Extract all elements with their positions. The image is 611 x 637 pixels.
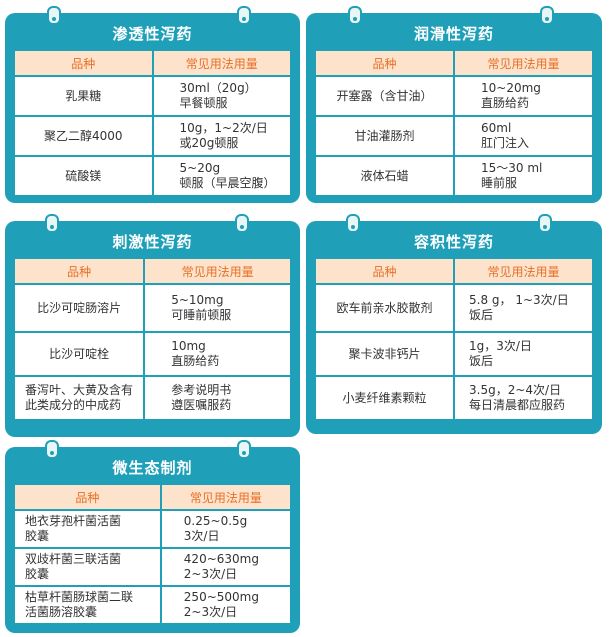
column-header-usage: 常见用法用量 (453, 49, 594, 77)
pin-icon (47, 6, 61, 25)
table-row: 乳果糖 30ml（20g）早餐顿服 (13, 75, 292, 117)
drug-dosage: 参考说明书遵医嘱服药 (143, 375, 292, 421)
pin-icon (538, 214, 552, 233)
column-header-variety: 品种 (13, 49, 154, 77)
drug-dosage: 5.8 g， 1~3次/日饭后 (453, 283, 594, 333)
drug-name: 枯草杆菌肠球菌二联活菌肠溶胶囊 (13, 585, 162, 625)
table-row: 聚乙二醇4000 10g，1~2次/日或20g顿服 (13, 115, 292, 157)
table-row: 欧车前亲水胶散剂 5.8 g， 1~3次/日饭后 (314, 283, 594, 333)
column-header-variety: 品种 (13, 483, 162, 511)
card-title: 容积性泻药 (413, 233, 494, 251)
table-row: 小麦纤维素颗粒 3.5g，2~4次/日每日清晨都应服药 (314, 375, 594, 421)
drug-name: 聚乙二醇4000 (13, 115, 154, 157)
pin-icon (540, 6, 554, 25)
card-bulk-laxatives: 容积性泻药 品种 常见用法用量 欧车前亲水胶散剂 5.8 g， 1~3次/日饭后… (306, 214, 602, 434)
pin-icon (235, 214, 249, 233)
pin-icon (45, 440, 59, 459)
drug-dosage: 3.5g，2~4次/日每日清晨都应服药 (453, 375, 594, 421)
drug-name: 比沙可啶肠溶片 (12, 283, 146, 333)
drug-name: 硫酸镁 (13, 155, 154, 197)
drug-dosage: 30ml（20g）早餐顿服 (151, 75, 292, 117)
column-header-usage: 常见用法用量 (151, 49, 292, 77)
card-title: 微生态制剂 (112, 459, 193, 477)
drug-name: 双歧杆菌三联活菌胶囊 (13, 547, 162, 587)
card-osmotic-laxatives: 渗透性泻药 品种 常见用法用量 乳果糖 30ml（20g）早餐顿服 聚乙二醇40… (5, 6, 300, 203)
column-header-variety: 品种 (314, 49, 455, 77)
drug-dosage: 10g，1~2次/日或20g顿服 (151, 115, 292, 157)
drug-name: 甘油灌肠剂 (314, 115, 455, 157)
drug-name: 欧车前亲水胶散剂 (314, 283, 455, 333)
drug-name: 小麦纤维素颗粒 (314, 375, 455, 421)
table-row: 番泻叶、大黄及含有此类成分的中成药 参考说明书遵医嘱服药 (12, 375, 292, 421)
drug-table: 品种 常见用法用量 乳果糖 30ml（20g）早餐顿服 聚乙二醇4000 10g… (13, 49, 292, 197)
drug-dosage: 1g，3次/日饭后 (453, 331, 594, 377)
drug-name: 液体石蜡 (314, 155, 455, 197)
pin-icon (346, 214, 360, 233)
pin-icon (237, 6, 251, 25)
drug-name: 乳果糖 (13, 75, 154, 117)
card-title: 渗透性泻药 (112, 25, 193, 43)
card-title: 刺激性泻药 (112, 233, 193, 251)
drug-name: 聚卡波非钙片 (314, 331, 455, 377)
card-title: 润滑性泻药 (413, 25, 494, 43)
pin-icon (45, 214, 59, 233)
drug-name: 开塞露（含甘油） (314, 75, 455, 117)
column-header-usage: 常见用法用量 (159, 483, 293, 511)
pin-icon (237, 440, 251, 459)
drug-table: 品种 常见用法用量 欧车前亲水胶散剂 5.8 g， 1~3次/日饭后 聚卡波非钙… (314, 257, 594, 421)
column-header-variety: 品种 (12, 257, 146, 285)
drug-name: 番泻叶、大黄及含有此类成分的中成药 (12, 375, 146, 421)
column-header-usage: 常见用法用量 (143, 257, 292, 285)
drug-name: 地衣芽孢杆菌活菌胶囊 (13, 509, 162, 549)
pin-icon (348, 6, 362, 25)
drug-name: 比沙可啶栓 (12, 331, 146, 377)
table-row: 聚卡波非钙片 1g，3次/日饭后 (314, 331, 594, 377)
column-header-variety: 品种 (314, 257, 455, 285)
column-header-usage: 常见用法用量 (453, 257, 594, 285)
